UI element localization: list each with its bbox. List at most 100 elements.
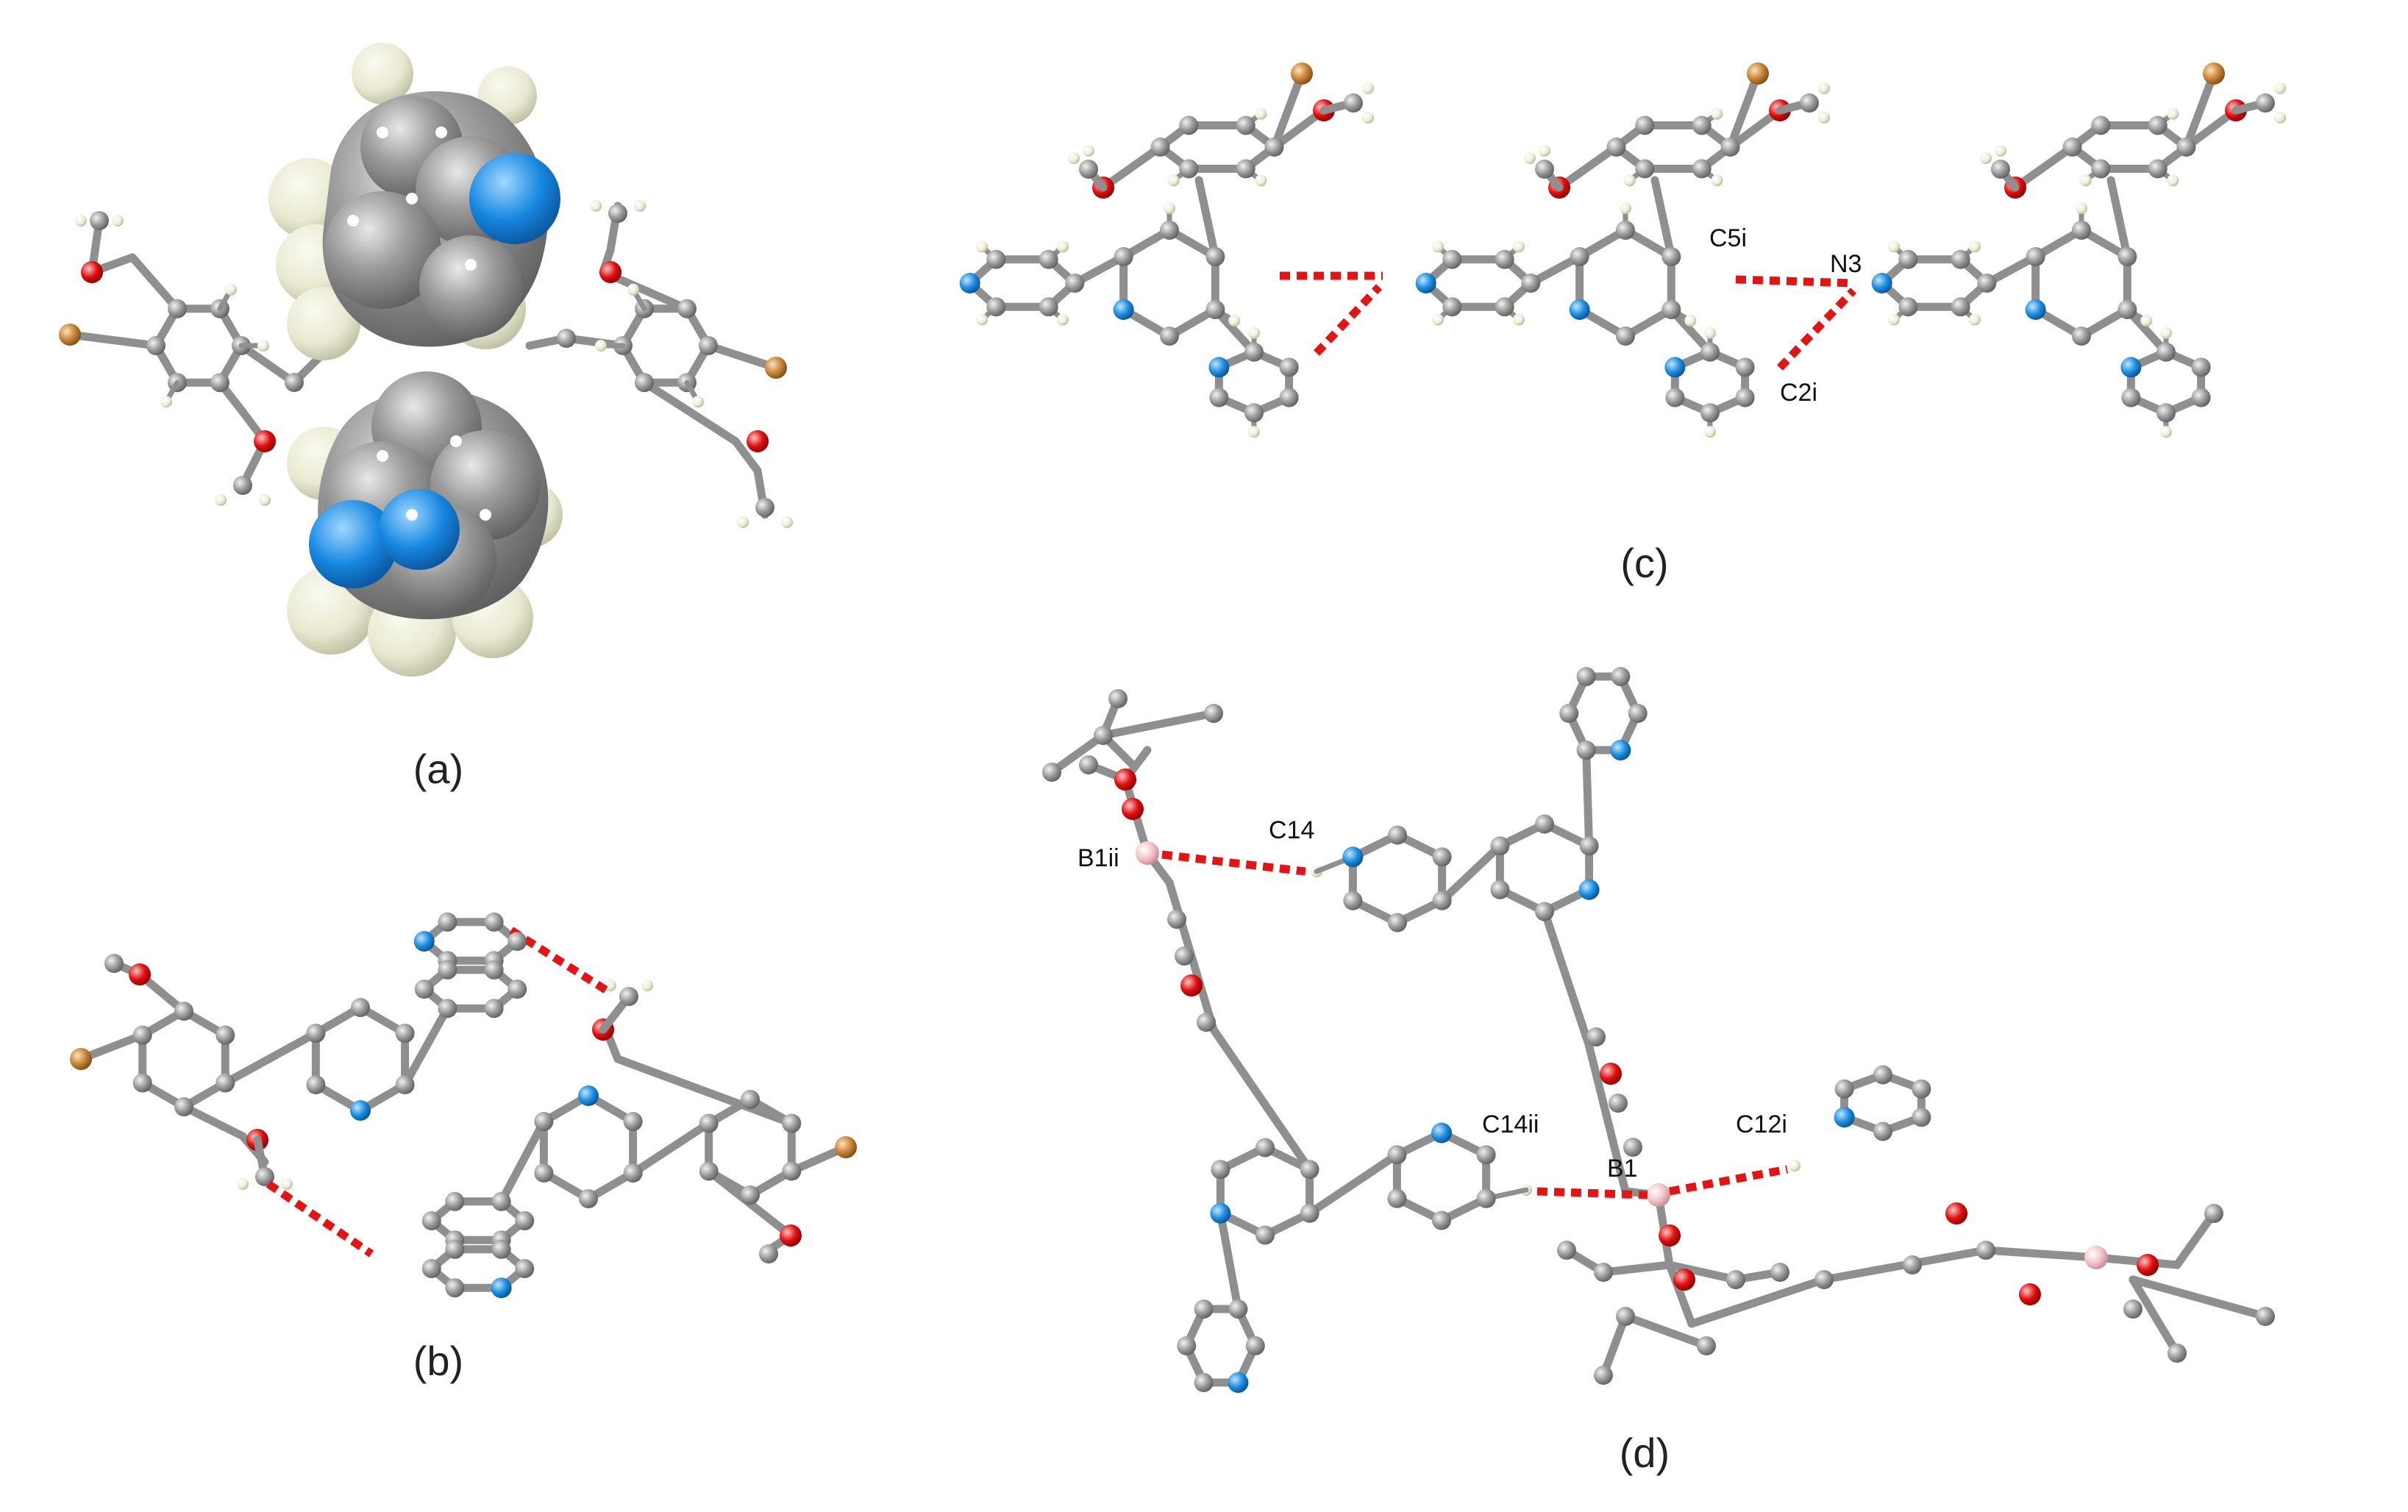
- carbon-atom: [1976, 1241, 1995, 1260]
- boron-atom: [1136, 841, 1159, 865]
- hydrogen-atom: [1789, 1160, 1800, 1172]
- hydrogen-atom: [1248, 426, 1260, 438]
- carbon-atom: [1108, 689, 1128, 708]
- hydrogen-atom: [225, 283, 237, 296]
- nitrogen-atom: [578, 1085, 599, 1106]
- carbon-atom: [579, 1189, 598, 1208]
- bond: [2011, 143, 2076, 192]
- hydrogen-atom: [634, 200, 646, 212]
- panel-c: C5i N3 C2i (c): [959, 63, 2286, 586]
- carbon-atom: [445, 1239, 465, 1259]
- panel-a: (a): [59, 43, 793, 792]
- oxygen-atom: [1114, 769, 1136, 791]
- carbon-atom: [1661, 300, 1681, 319]
- carbon-atom: [491, 1239, 511, 1259]
- carbon-atom: [2167, 1344, 2187, 1363]
- bond: [629, 1119, 713, 1177]
- bond: [704, 341, 780, 372]
- carbon-atom: [414, 980, 434, 999]
- oxygen-atom: [1659, 1224, 1681, 1247]
- atom-label-n3: N3: [1830, 250, 1862, 278]
- carbon-atom: [699, 1113, 719, 1133]
- carbon-atom: [635, 373, 654, 393]
- hydrogen-atom: [237, 1178, 249, 1190]
- bond: [179, 1102, 247, 1141]
- bond: [2182, 69, 2218, 151]
- bond: [1981, 1246, 2101, 1262]
- carbon-atom: [395, 1075, 415, 1094]
- carbon-atom: [1432, 847, 1452, 867]
- hydrogen-bond: [1161, 850, 1306, 876]
- nitrogen-atom: [1569, 299, 1590, 320]
- carbon-atom: [2072, 221, 2091, 240]
- carbon-atom: [1244, 403, 1264, 423]
- hydrogen-atom: [1623, 174, 1636, 187]
- hydrogen-atom: [1362, 112, 1374, 124]
- hydrogen-atom: [1704, 426, 1716, 438]
- hydrogen-atom: [215, 494, 227, 506]
- bond: [640, 378, 740, 446]
- carbon-atom: [1609, 1094, 1628, 1113]
- bond: [1687, 1275, 1828, 1328]
- carbon-atom: [1495, 297, 1514, 317]
- carbon-atom: [395, 1024, 415, 1043]
- carbon-atom: [1150, 138, 1170, 157]
- bond: [65, 330, 160, 350]
- hydrogen-atom: [257, 340, 269, 352]
- bond: [1209, 1025, 1314, 1174]
- boron-atom: [1647, 1183, 1670, 1207]
- carbon-atom: [1495, 249, 1514, 269]
- carbon-atom: [484, 999, 504, 1019]
- nitrogen-atom: [1871, 273, 1892, 293]
- carbon-atom: [2148, 115, 2167, 135]
- carbon-atom: [168, 299, 187, 318]
- panel-d-label: (d): [1620, 1430, 1670, 1476]
- oxygen-atom: [1673, 1269, 1695, 1291]
- carbon-atom: [255, 1167, 274, 1186]
- carbon-atom: [1255, 1138, 1275, 1158]
- hydrogen-atom: [1056, 240, 1069, 253]
- hydrogen-atom: [1968, 313, 1981, 326]
- carbon-atom: [1160, 221, 1179, 240]
- hydrogen-atom: [627, 283, 639, 296]
- carbon-atom: [1535, 160, 1554, 179]
- carbon-atom: [1205, 300, 1225, 319]
- carbon-atom: [2256, 93, 2275, 113]
- carbon-atom: [1344, 93, 1363, 113]
- hydrogen-atom: [259, 494, 271, 506]
- hydrogen-atom: [1432, 240, 1445, 253]
- atom-label-c2i: C2i: [1780, 379, 1817, 407]
- carbon-atom: [445, 1278, 465, 1298]
- carbon-atom: [1300, 1203, 1319, 1223]
- hydrogen-bond: [1314, 284, 1382, 356]
- oxygen-atom: [1180, 974, 1203, 996]
- carbon-atom: [1635, 115, 1655, 135]
- hydrogen-bond: [1668, 1165, 1789, 1196]
- carbon-atom: [438, 912, 457, 932]
- carbon-atom: [1576, 741, 1596, 760]
- hydrogen-atom: [1228, 315, 1241, 327]
- hydrogen-atom: [1711, 107, 1723, 120]
- bromine-atom: [2203, 63, 2225, 85]
- hydrogen-atom: [590, 200, 602, 212]
- carbon-atom: [1279, 357, 1299, 377]
- bond: [1047, 731, 1108, 777]
- nitrogen-atom: [1228, 1372, 1249, 1394]
- carbon-atom: [1951, 249, 1970, 269]
- carbon-atom: [1912, 1108, 1931, 1127]
- nitrogen-atom: [1834, 1107, 1855, 1128]
- hydrogen-atom: [160, 396, 172, 408]
- carbon-atom: [174, 1002, 193, 1021]
- atom-label-c14ii: C14ii: [1482, 1110, 1539, 1138]
- carbon-atom: [1079, 755, 1098, 774]
- carbon-atom: [1204, 704, 1223, 723]
- nitrogen-atom: [1664, 357, 1686, 378]
- oxygen-atom: [780, 1224, 802, 1247]
- hydrogen-atom: [1512, 313, 1525, 326]
- hydrogen-atom: [2140, 315, 2153, 327]
- hydrogen-atom: [976, 313, 989, 326]
- hydrogen-atom: [1818, 112, 1830, 124]
- hydrogen-atom: [1684, 315, 1697, 327]
- carbon-atom: [1557, 1241, 1576, 1260]
- bond: [2129, 1275, 2181, 1358]
